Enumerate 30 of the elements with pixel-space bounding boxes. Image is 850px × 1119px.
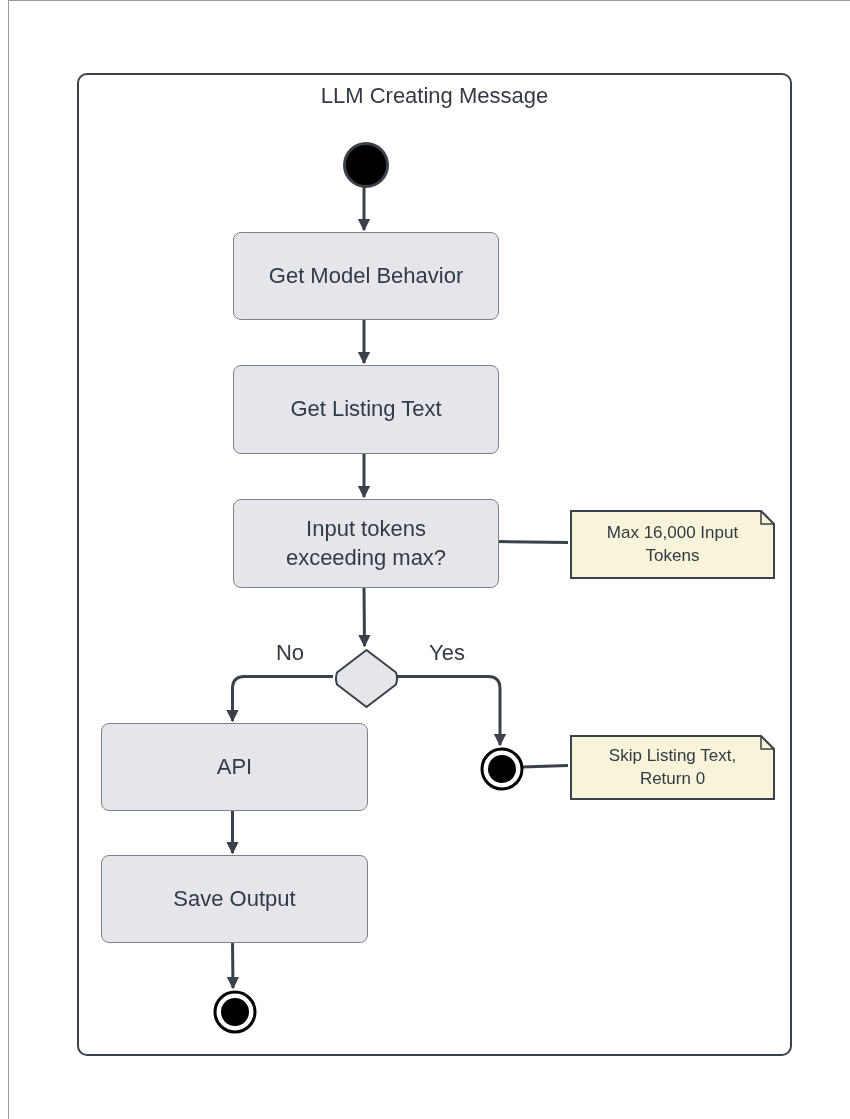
arrow [226,675,333,723]
action-box [101,723,368,811]
decision-diamond [335,648,398,709]
arrow [358,586,371,648]
action-box [233,365,499,454]
arrow [396,675,507,747]
note-shape [570,735,775,800]
arrow [357,452,371,499]
action-box [101,855,368,943]
arrow [226,809,239,855]
action-text: Get Listing Text [290,395,442,424]
action-box [233,232,499,320]
final-node [480,747,524,791]
initial-node [343,142,389,188]
action-text: Get Model Behavior [268,261,464,290]
action-text: Input tokens exceeding max? [284,514,448,572]
connector-line [496,540,569,544]
note-text: Skip Listing Text, Return 0 [607,745,738,790]
arrow [357,318,371,365]
action-box [233,499,499,588]
arrow [226,941,240,990]
final-node [213,990,257,1034]
swimlane-frame [77,73,792,1056]
connector-line [521,764,569,769]
action-text: Save Output [173,884,296,913]
note-shape [570,510,775,579]
action-text: API [216,752,253,781]
frame-title: LLM Creating Message [319,83,550,109]
note-text: Max 16,000 Input Tokens [605,522,740,567]
arrow [357,186,371,232]
